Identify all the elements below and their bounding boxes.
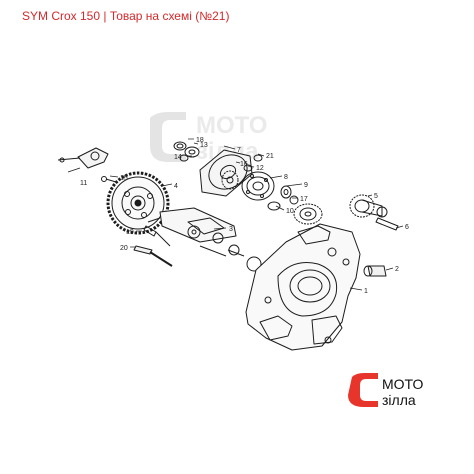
- starter-gear: [349, 194, 388, 218]
- page-title: SYM Crox 150 | Товар на схемі (№21): [22, 9, 230, 23]
- seal-parts: [173, 141, 200, 162]
- callout-17: 17: [300, 196, 308, 203]
- callout-20: 20: [120, 245, 128, 252]
- large-gear: [106, 171, 170, 235]
- brand-logo: МОТО зілла: [348, 373, 423, 408]
- callout-12: 12: [256, 165, 264, 172]
- pin-part: [375, 217, 399, 231]
- callout-6: 6: [405, 224, 409, 231]
- screw-part: [101, 176, 117, 183]
- callout-14: 14: [174, 154, 182, 161]
- brand-name-line1: МОТО: [382, 376, 423, 392]
- callout-15: 15: [120, 175, 128, 182]
- idler-gear: [293, 203, 323, 225]
- bushing-part: [363, 265, 387, 277]
- callout-16: 16: [240, 161, 248, 168]
- leader-lines: [67, 138, 404, 291]
- bolt-parts: [133, 225, 173, 267]
- bracket-part: [57, 147, 109, 169]
- callout-13: 13: [200, 142, 208, 149]
- watermark-brand-line1: МОТО: [196, 112, 267, 139]
- small-fittings: [243, 154, 263, 172]
- callout-labels: 1 2 3 4 5 6 7 8 9 10 11 12 13 14 15 16 1…: [80, 137, 409, 295]
- crankcase: [245, 223, 361, 351]
- callout-4: 4: [174, 183, 178, 190]
- callout-2: 2: [395, 266, 399, 273]
- callout-5: 5: [374, 193, 378, 200]
- callout-19: 19: [126, 229, 134, 236]
- callout-10: 10: [286, 208, 294, 215]
- callout-8: 8: [284, 174, 288, 181]
- pinion-part: [221, 170, 239, 190]
- callout-9: 9: [304, 182, 308, 189]
- callout-3: 3: [229, 226, 233, 233]
- center-watermark: МОТО зілла: [150, 112, 267, 165]
- callout-21: 21: [266, 153, 274, 160]
- callout-1: 1: [364, 288, 368, 295]
- brand-name-line2: зілла: [382, 392, 416, 408]
- brand-logo-mark: [348, 373, 378, 407]
- callout-18: 18: [196, 137, 204, 144]
- callout-7: 7: [237, 147, 241, 154]
- callout-11: 11: [80, 180, 87, 187]
- one-way-clutch: [241, 171, 275, 201]
